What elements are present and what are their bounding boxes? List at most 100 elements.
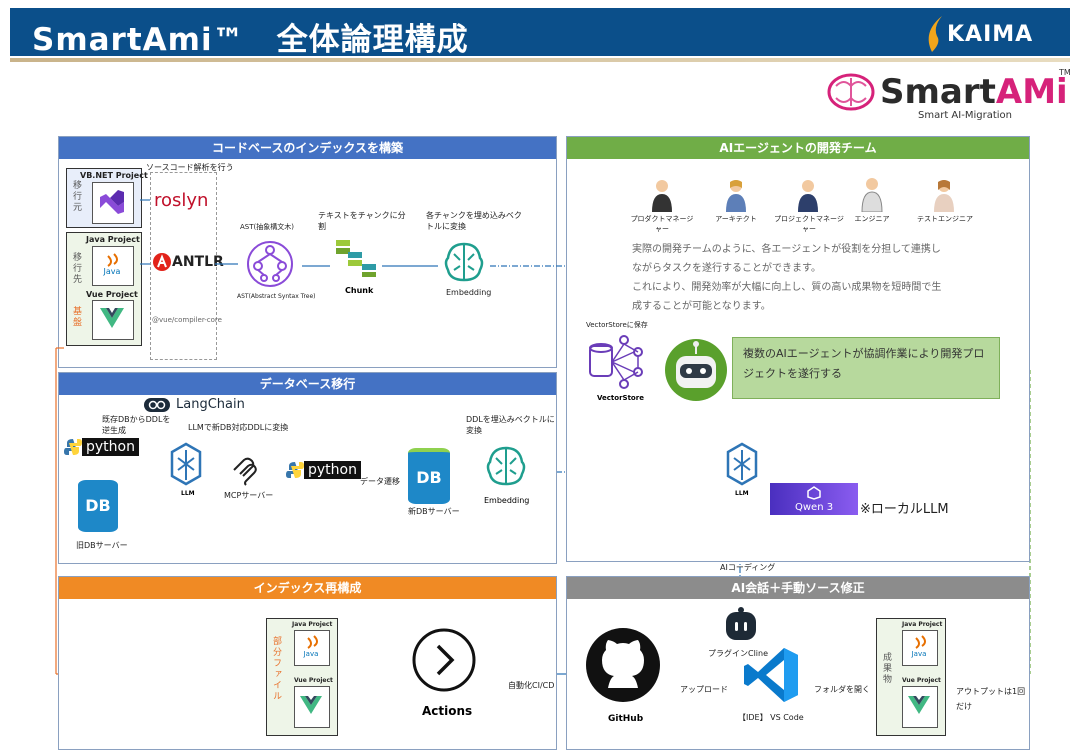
ast-tree-icon [247,241,293,287]
brand-name: SmartAMi [880,72,1068,112]
role-project-manager: プロジェクトマネージャー [774,215,844,233]
agent-description-box: 複数のAIエージェントが協調作業により開発プロジェクトを遂行する [732,337,1000,399]
svg-text:Java: Java [911,650,927,658]
deliverables-label: 成果物 [881,652,891,685]
old-db-label: 旧DBサーバー [76,541,128,550]
vectorstore-save-label: VectorStoreに保存 [586,321,648,329]
page-title: SmartAmi™ 全体論理構成 [32,22,469,58]
project-manager-icon [798,180,818,212]
team-panel-title: AIエージェントの開発チーム [567,137,1029,159]
data-migrate-label: データ遷移 [360,477,400,486]
architect-icon [726,180,746,212]
reindex-java-doc [294,630,330,666]
ast-label: AST(抽象構文木) [240,223,294,231]
upload-label: アップロード [680,685,728,694]
cline-label: プラグインCline [708,649,769,658]
ddl-embed-desc: DDLを埋込みベクトルに変換 [466,415,555,435]
github-actions-icon[interactable] [412,628,476,692]
product-manager-icon [652,180,672,212]
team-desc-line: ながらタスクを遂行することができます。 [632,263,821,274]
kaima-logo-text: KAIMA [947,22,1034,47]
codebase-panel-title: コードベースのインデックスを構築 [59,137,556,159]
svg-text:Java: Java [103,267,121,276]
deliverables-java-label: Java Project [902,621,943,628]
embedding-brain-icon [444,242,484,282]
aichat-panel: AI会話＋手動ソース修正 [566,576,1030,750]
db-llm-icon [170,442,202,486]
new-db-label: 新DBサーバー [408,507,460,516]
reindex-java-label: Java Project [292,621,333,628]
team-desc-line: 成することが可能となります。 [632,301,771,312]
langchain-icon [144,398,170,412]
embedding-desc: 各チャンクを埋め込みベクトルに変換 [426,211,522,231]
vue-icon [100,308,124,328]
python-badge-2: python [304,461,361,479]
brain-logo-icon [827,73,875,111]
mcp-label: MCPサーバー [224,491,274,500]
vscode-label: 【IDE】 VS Code [738,713,804,722]
chunk-label: Chunk [345,286,374,295]
github-label: GitHub [608,714,644,724]
reindex-vue-label: Vue Project [294,677,333,684]
antlr-icon [153,253,171,271]
java-project-label: Java Project [86,235,140,244]
qwen-label: Qwen 3 [795,502,834,513]
llm-label: LLM [735,490,749,497]
actions-label: Actions [422,704,473,718]
deliverables-vue-label: Vue Project [902,677,941,684]
deliverables-vue-icon [908,696,930,714]
source-analysis-label: ソースコード解析を行う [146,163,234,172]
kaima-logo-icon [928,16,942,52]
vectorstore-label: VectorStore [597,394,644,402]
team-description: 実際の開発チームのように、各エージェントが役割を分担して連携し ながらタスクを遂… [632,240,972,316]
qwen-icon [807,486,821,500]
reindex-vue-icon [300,696,322,714]
migrate-to-label: 移行先 [71,252,81,285]
github-icon[interactable] [584,626,662,704]
cline-plugin-icon[interactable] [724,606,758,642]
vectorstore-icon [589,335,643,389]
llm-brain-icon [726,442,758,486]
partial-files-label: 部分ファイル [271,636,281,702]
ai-coding-label: AIコーディング [720,563,776,572]
role-architect: アーキテクト [715,215,757,223]
reindex-panel-title: インデックス再構成 [59,577,556,599]
java-icon: Java [103,253,121,276]
vbnet-project-label: VB.NET Project [80,171,148,180]
base-label: 基盤 [71,306,81,328]
new-db-icon: DB [408,448,450,504]
database-panel: データベース移行 [58,372,557,564]
mcp-icon [233,457,257,486]
chunk-icon [336,240,376,277]
chunk-desc: テキストをチャンクに分割 [318,211,406,231]
vue-project-label: Vue Project [86,290,138,299]
vscode-icon[interactable] [742,646,800,704]
antlr-logo: ANTLR [172,254,224,270]
python-badge-1: python [82,438,139,456]
role-product-manager: プロダクトマネージャー [630,215,694,233]
migrate-from-label: 移行元 [71,180,81,213]
engineer-icon [861,178,883,212]
old-db-icon: DB [78,480,118,532]
python-logo-icon [64,439,82,455]
visual-studio-icon [100,190,124,214]
title-bar [10,8,1070,56]
svg-text:Java: Java [303,650,319,658]
deliverables-java-doc [902,630,938,666]
roslyn-logo: roslyn [154,190,209,211]
brand-subtitle: Smart AI-Migration [918,110,1012,121]
team-desc-line: 実際の開発チームのように、各エージェントが役割を分担して連携し [632,244,941,255]
db-embedding-brain-icon [486,446,526,486]
parser-group [150,172,217,360]
java-doc [92,246,134,286]
team-desc-line: これにより、開発効率が大幅に向上し、質の高い成果物を短時間で生 [632,282,942,293]
db-embedding-label: Embedding [484,496,530,505]
robot-agent-icon [665,339,727,401]
role-test-engineer: テストエンジニア [917,215,973,223]
database-panel-title: データベース移行 [59,373,556,395]
ast-sub-label: AST(Abstract Syntax Tree) [237,293,316,300]
brand-tm: TM [1059,68,1071,77]
reindex-java-icon: Java [303,635,319,658]
test-engineer-icon [934,180,954,212]
embedding-label: Embedding [446,288,492,297]
